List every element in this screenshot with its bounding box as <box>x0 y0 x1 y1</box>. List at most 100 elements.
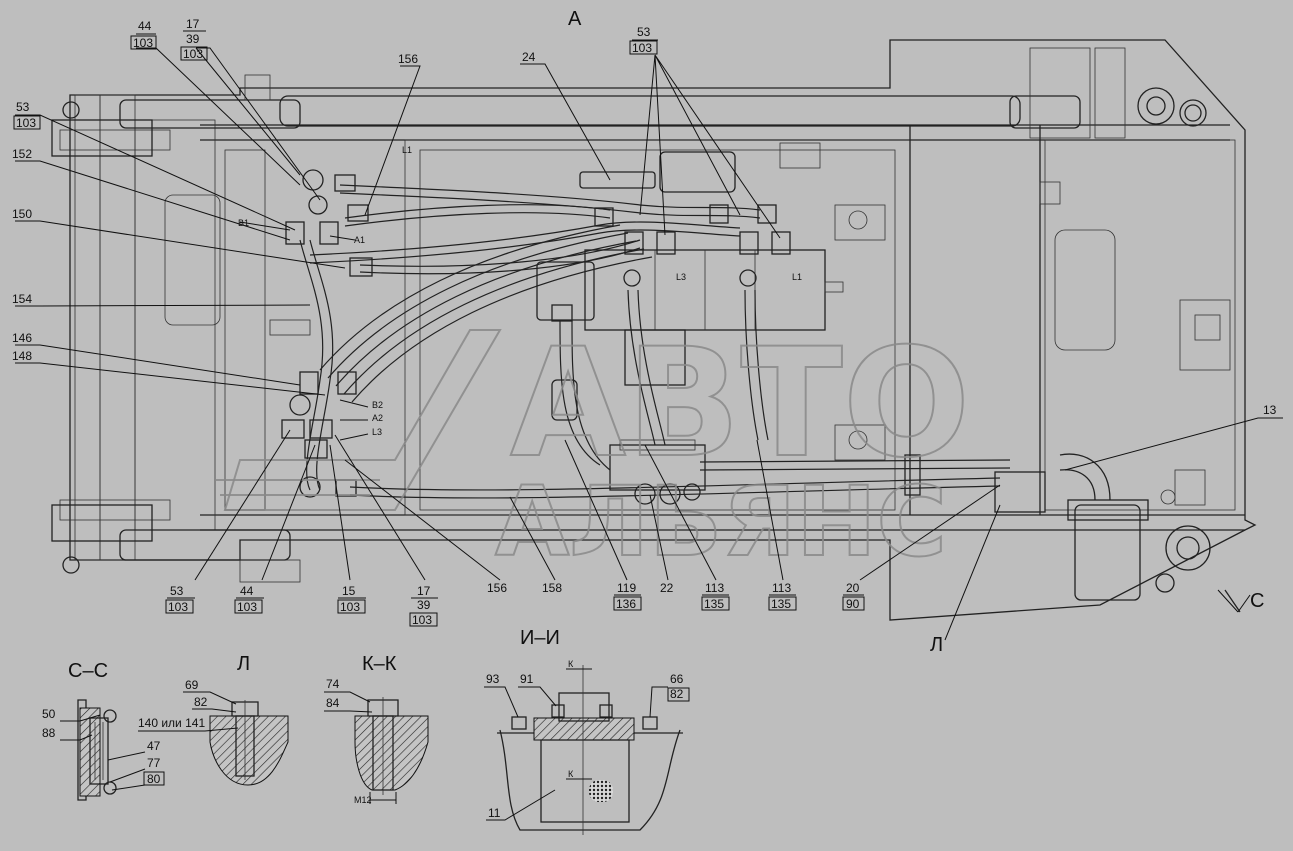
callout-text: 44 <box>240 584 254 598</box>
callout-text: 15 <box>342 584 356 598</box>
section-label: 11 <box>488 806 501 820</box>
callout-22: 22 <box>660 581 674 595</box>
callout-text: 53 <box>16 100 30 114</box>
section-label: 80 <box>147 772 161 786</box>
pump-assembly <box>536 151 844 505</box>
view-label-a: А <box>568 8 582 30</box>
watermark: АВТО АЛЬЯНС <box>215 316 971 579</box>
callout-text: 103 <box>632 41 652 55</box>
section-label: К <box>568 659 574 669</box>
callout-text: 39 <box>417 598 431 612</box>
callout-53top: 53 103 <box>629 25 658 55</box>
callout-text: 17 <box>186 17 200 31</box>
callout-17b: 17 39 103 <box>409 584 438 627</box>
callout-13: 13 <box>1263 403 1277 417</box>
callout-text: 20 <box>846 581 860 595</box>
section-kk: К–К 74 84 М12 <box>324 653 429 805</box>
callout-text: 158 <box>542 581 562 595</box>
callout-156a: 156 <box>398 52 418 66</box>
callout-text: 53 <box>170 584 184 598</box>
callout-text: 17 <box>417 584 431 598</box>
view-mark-c: С <box>1250 590 1264 612</box>
callout-text: 24 <box>522 50 536 64</box>
section-title: К–К <box>362 653 397 675</box>
callout-text: 136 <box>616 597 636 611</box>
callout-53left: 53 103 <box>13 100 41 130</box>
section-label: 77 <box>147 756 161 770</box>
port-label: L1 <box>402 145 412 155</box>
callout-24: 24 <box>522 50 536 64</box>
callout-text: 103 <box>168 600 188 614</box>
hose-routing <box>281 169 1011 499</box>
section-title: Л <box>237 653 250 675</box>
callout-text: 113 <box>772 581 791 595</box>
section-label: 74 <box>326 677 340 691</box>
callout-text: 103 <box>237 600 257 614</box>
port-label: B1 <box>238 218 249 228</box>
port-label: L3 <box>676 272 686 282</box>
section-label: М12 <box>354 795 372 805</box>
callout-text: 146 <box>12 331 32 345</box>
callout-text: 44 <box>138 19 152 33</box>
section-ii: И–И 93 91 66 82 11 К К <box>484 627 690 835</box>
callout-146: 146 <box>12 331 32 345</box>
callout-text: 135 <box>704 597 724 611</box>
callout-text: 154 <box>12 292 32 306</box>
callout-text: 13 <box>1263 403 1277 417</box>
callout-text: 148 <box>12 349 32 363</box>
port-label: A1 <box>354 235 365 245</box>
callout-148: 148 <box>12 349 32 363</box>
section-title: С–С <box>68 660 108 682</box>
callout-text: 135 <box>771 597 791 611</box>
callout-158: 158 <box>542 581 562 595</box>
callout-text: 39 <box>186 32 200 46</box>
callout-113b: 113 135 <box>768 581 797 611</box>
callout-text: 103 <box>340 600 360 614</box>
callout-text: 119 <box>617 581 636 595</box>
callout-text: 103 <box>16 116 36 130</box>
callout-152: 152 <box>12 147 32 161</box>
section-l: Л 69 82 140 или 141 <box>138 653 289 786</box>
section-label: 91 <box>520 672 534 686</box>
watermark-line2: АЛЬЯНС <box>495 466 947 578</box>
section-label: 140 или 141 <box>138 716 205 730</box>
section-label: 50 <box>42 707 56 721</box>
callout-text: 103 <box>133 36 153 50</box>
section-label: 84 <box>326 696 340 710</box>
callout-154: 154 <box>12 292 32 306</box>
callout-text: 113 <box>705 581 724 595</box>
watermark-line1: АВТО <box>510 317 970 491</box>
port-label: L3 <box>372 427 382 437</box>
callout-text: 152 <box>12 147 32 161</box>
section-label: 69 <box>185 678 199 692</box>
callout-text: 53 <box>637 25 651 39</box>
callout-119: 119 136 <box>613 581 642 611</box>
callout-17a: 17 39 103 <box>180 17 208 61</box>
leader-lines <box>15 47 1283 641</box>
section-label: 82 <box>670 687 684 701</box>
callout-44b: 44 103 <box>234 584 264 614</box>
callout-113a: 113 135 <box>701 581 730 611</box>
callout-text: 156 <box>487 581 507 595</box>
section-label: К <box>568 769 574 779</box>
callout-53bot: 53 103 <box>165 584 195 614</box>
callout-20: 20 90 <box>842 581 865 611</box>
callout-text: 22 <box>660 581 674 595</box>
section-label: 47 <box>147 739 161 753</box>
port-label: B2 <box>372 400 383 410</box>
section-label: 82 <box>194 695 208 709</box>
chassis-frame <box>51 39 1257 621</box>
section-label: 88 <box>42 726 56 740</box>
callout-text: 156 <box>398 52 418 66</box>
view-mark-l: Л <box>930 634 943 656</box>
callout-150: 150 <box>12 207 32 221</box>
port-label: L1 <box>792 272 802 282</box>
port-label: A2 <box>372 413 383 423</box>
callout-text: 150 <box>12 207 32 221</box>
section-cc: С–С 50 88 47 77 80 <box>42 660 165 801</box>
callout-15: 15 103 <box>337 584 366 614</box>
callout-156b: 156 <box>487 581 507 595</box>
callout-text: 103 <box>412 613 432 627</box>
callout-text: 103 <box>183 47 203 61</box>
